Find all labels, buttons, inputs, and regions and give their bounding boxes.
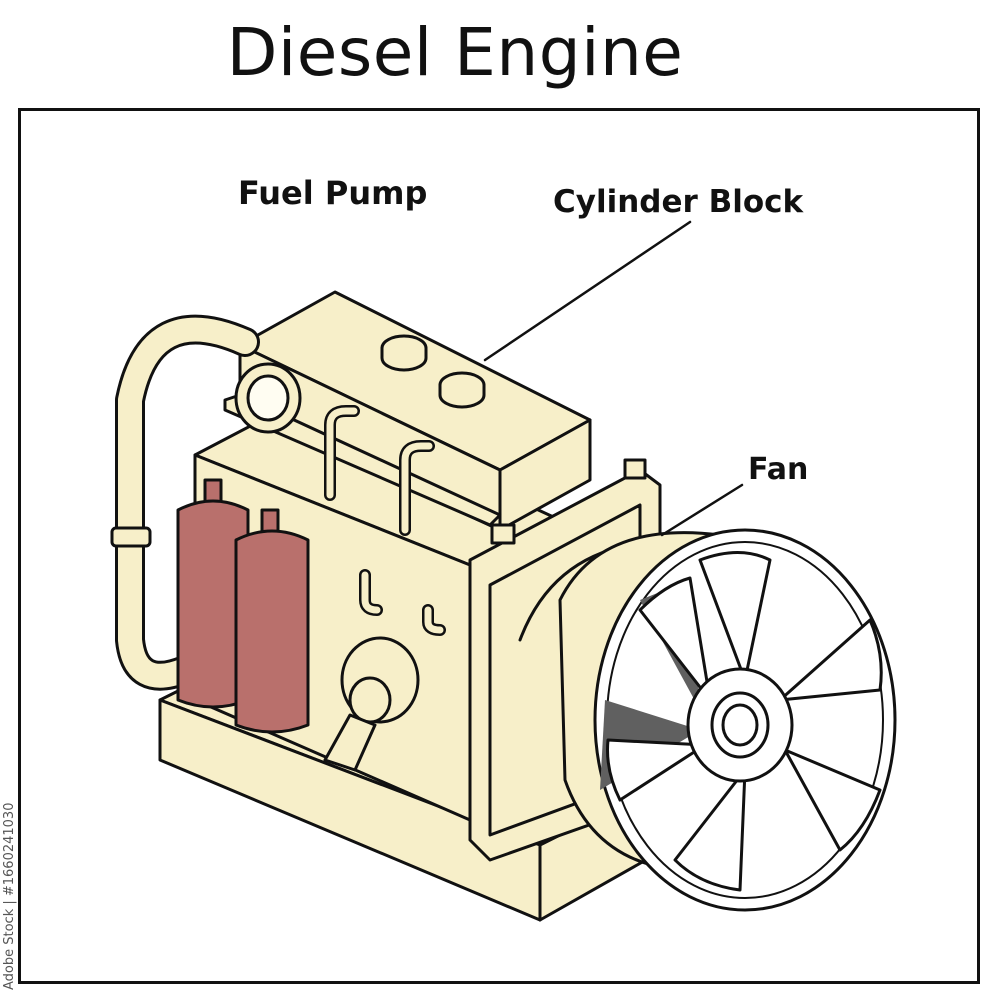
fuel-pipe <box>110 314 260 691</box>
fan <box>593 528 897 912</box>
fuel-pump <box>234 362 302 434</box>
fuel-cylinders <box>176 478 310 734</box>
cylinder-block-label: Cylinder Block <box>553 184 804 220</box>
side-watermark: Adobe Stock | #1660241030 <box>2 802 17 990</box>
diagram-title: Diesel Engine <box>226 14 684 91</box>
fuel-pump-label: Fuel Pump <box>238 174 428 212</box>
injector-pipes <box>324 405 446 636</box>
fan-label: Fan <box>748 452 809 487</box>
water-pump <box>323 636 420 772</box>
cylinder-block <box>223 290 592 532</box>
diagram-frame <box>18 108 980 984</box>
cylinder-block-leader <box>483 220 692 362</box>
fan-leader <box>660 483 744 537</box>
